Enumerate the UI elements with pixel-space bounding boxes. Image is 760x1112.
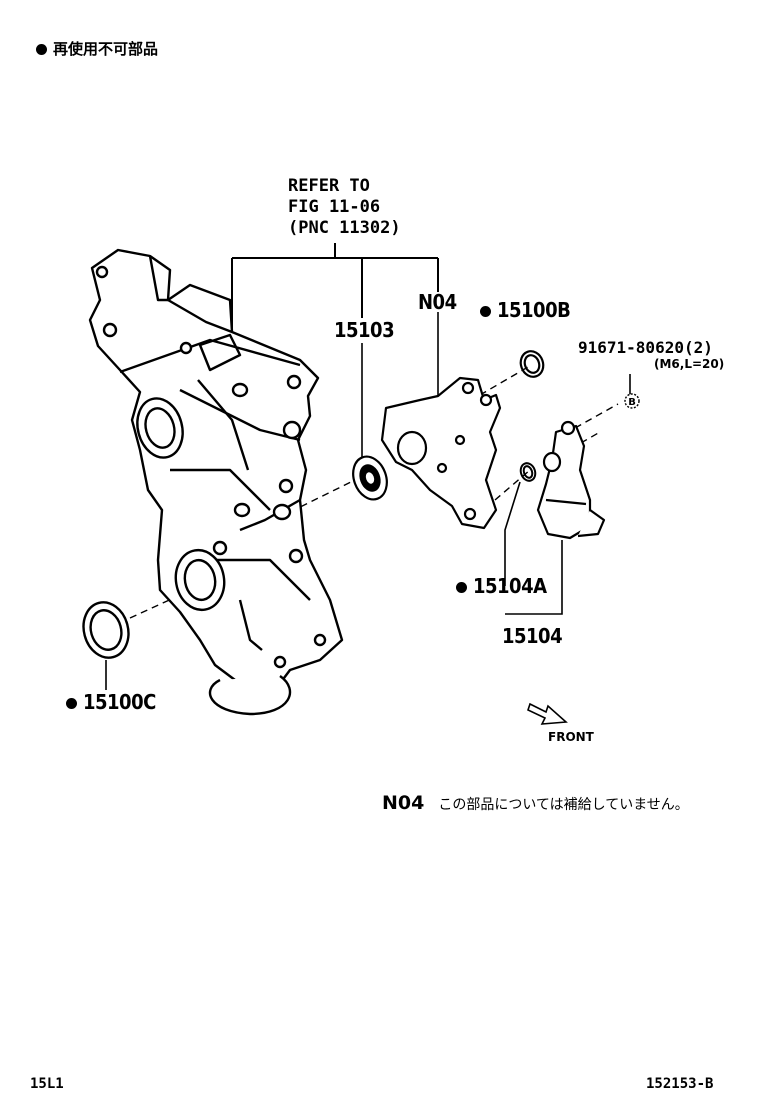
part-15103-seal [352, 455, 388, 501]
label-15104a: 15104A [456, 574, 547, 598]
reference-label: REFER TO FIG 11-06 (PNC 11302) [288, 176, 401, 238]
label-15103: 15103 [334, 318, 395, 342]
non-reusable-dot-icon [456, 582, 467, 593]
leader-15104a [504, 481, 521, 586]
footer-right: 152153-B [646, 1076, 714, 1092]
bolt-marker-b-icon: B [624, 393, 640, 409]
label-15100c: 15100C [66, 690, 156, 714]
non-reusable-dot-icon [66, 698, 77, 709]
timing-chain-cover [88, 248, 344, 716]
non-reusable-dot-icon [36, 44, 47, 55]
front-label: FRONT [548, 730, 594, 744]
label-bolt-number: 91671-80620(2) [578, 338, 713, 357]
label-15104: 15104 [502, 624, 563, 648]
bolt-marker-label: B [628, 397, 636, 408]
supply-note: N04 この部品については補給していません。 [382, 792, 689, 814]
footer-left: 15L1 [30, 1076, 64, 1092]
note-code: N04 [382, 792, 425, 814]
label-bolt-spec: (M6,L=20) [654, 357, 725, 371]
leader-15104 [505, 540, 563, 615]
part-15104a-oring [519, 462, 537, 482]
label-n04: N04 [418, 290, 457, 314]
label-15100b: 15100B [480, 298, 571, 322]
note-text: この部品については補給していません。 [438, 797, 689, 813]
label-15104a-text: 15104A [473, 574, 547, 598]
legend-non-reusable: 再使用不可部品 [36, 38, 158, 59]
part-15104-strainer [536, 420, 606, 540]
label-15100b-text: 15100B [497, 298, 571, 322]
label-15100c-text: 15100C [83, 690, 156, 714]
part-n04-pump-plate [380, 376, 502, 530]
part-15100b-oring [519, 350, 545, 378]
front-arrow-icon [527, 702, 568, 725]
non-reusable-dot-icon [480, 306, 491, 317]
part-15100c-seal [82, 601, 130, 690]
legend-text: 再使用不可部品 [53, 40, 159, 58]
